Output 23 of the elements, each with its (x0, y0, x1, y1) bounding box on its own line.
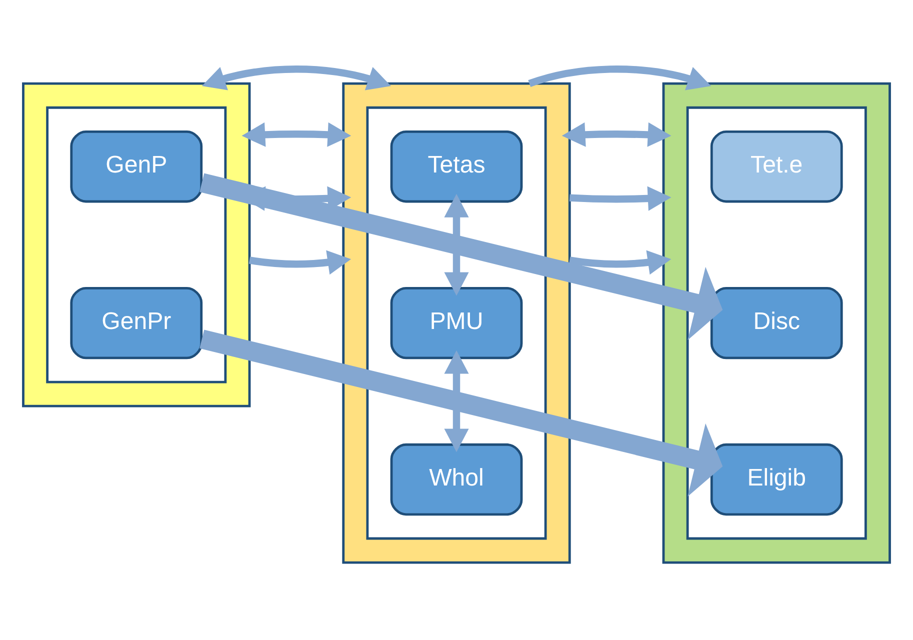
cluster (662, 82, 891, 564)
cluster (46, 106, 227, 383)
node-box: Whol (390, 442, 523, 516)
arrow (444, 193, 469, 296)
arrow (242, 122, 352, 146)
arrow (202, 65, 391, 90)
node-box: Tet.e (710, 130, 843, 202)
node-box: GenP (70, 130, 203, 202)
node-box: Disc (710, 286, 843, 359)
arrow (444, 350, 469, 452)
cluster (342, 82, 571, 564)
arrow (569, 186, 672, 210)
arrow (528, 65, 712, 90)
node-box: PMU (390, 286, 523, 359)
arrow (562, 122, 672, 146)
node-box: Tetas (390, 130, 523, 202)
cluster (366, 106, 547, 540)
arrow (248, 250, 352, 274)
node-box: GenPr (70, 286, 203, 359)
arrow (200, 329, 723, 496)
arrow (569, 250, 672, 274)
cluster (22, 82, 251, 407)
node-box: Eligib (710, 442, 843, 516)
